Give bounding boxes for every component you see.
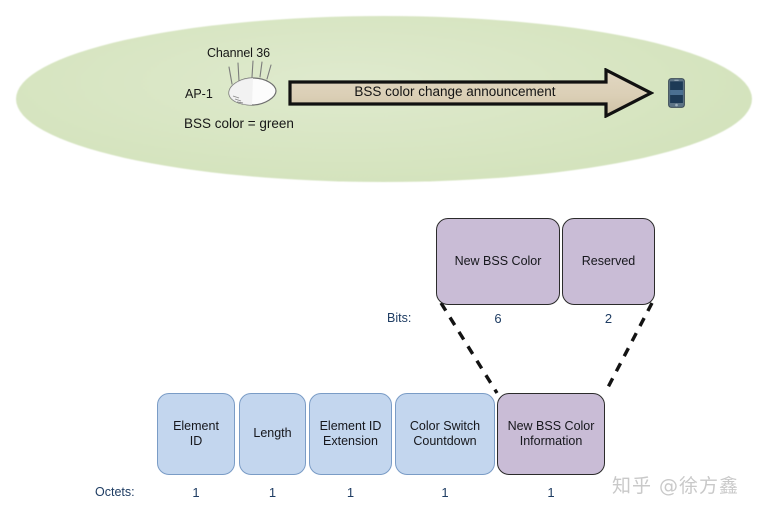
announcement-arrow — [288, 68, 654, 118]
channel-label: Channel 36 — [207, 46, 270, 60]
bits-field-box-new-bss-color[interactable]: New BSS Color — [436, 218, 560, 305]
octet-count-length: 1 — [268, 485, 277, 500]
ap-label: AP-1 — [185, 87, 213, 101]
bits-field-label: Reserved — [581, 253, 636, 268]
octet-field-box-length[interactable]: Length — [239, 393, 306, 475]
bits-field-box-reserved[interactable]: Reserved — [562, 218, 655, 305]
bits-count-new-bss-color: 6 — [494, 311, 502, 326]
octet-count-element-id: 1 — [192, 485, 200, 500]
access-point-icon — [228, 60, 277, 106]
smartphone-icon — [668, 78, 685, 108]
bits-field-label: New BSS Color — [454, 253, 542, 268]
octet-field-label: Length — [253, 426, 292, 441]
watermark-text: 知乎 @徐方鑫 — [612, 475, 740, 497]
octets-axis-label: Octets: — [95, 485, 135, 499]
octet-count-color-switch-countdown: 1 — [441, 485, 449, 500]
octet-count-element-id-extension: 1 — [346, 485, 355, 500]
bits-axis-label: Bits: — [387, 311, 412, 325]
bss-color-label: BSS color = green — [184, 116, 294, 131]
bits-count-reserved: 2 — [604, 311, 613, 326]
octet-count-new-bss-color-information: 1 — [547, 485, 555, 500]
